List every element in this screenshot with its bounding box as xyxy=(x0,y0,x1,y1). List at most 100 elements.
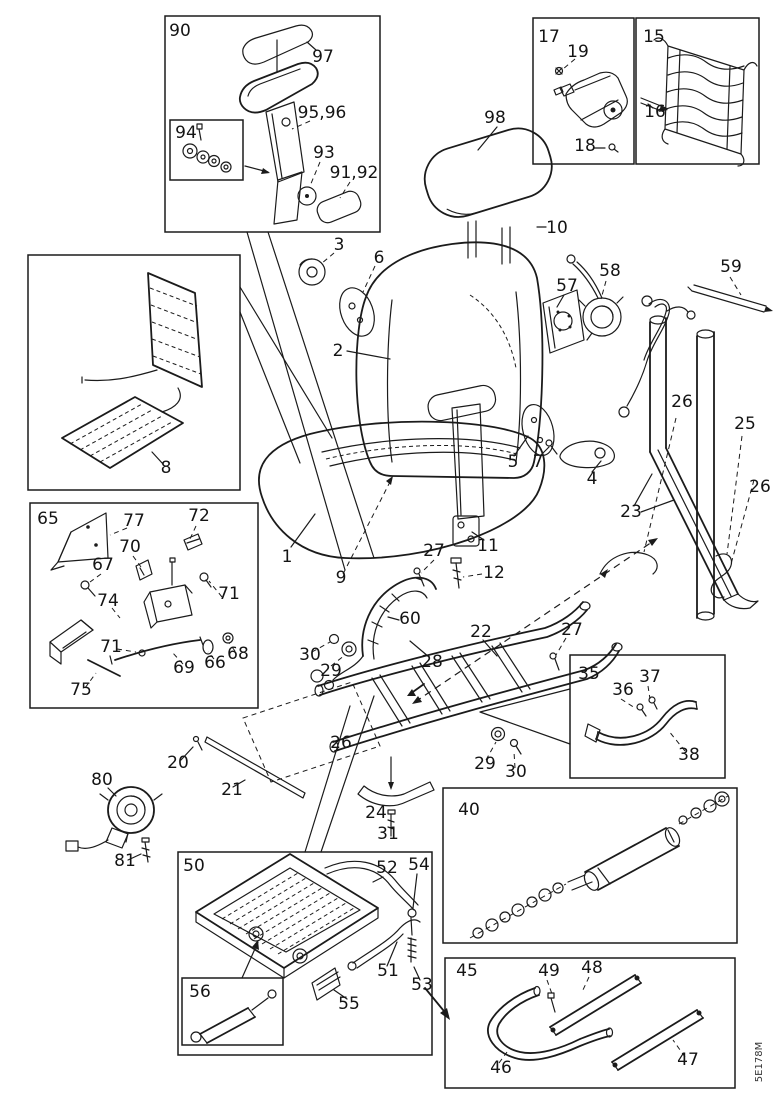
part-label-12: 12 xyxy=(483,563,505,583)
part-label-98: 98 xyxy=(484,108,506,128)
part-label-60: 60 xyxy=(399,609,421,629)
part-label-17: 17 xyxy=(538,27,560,47)
callout-box-lumbar-15 xyxy=(635,17,760,165)
part-label-54: 54 xyxy=(408,855,430,875)
part-label-56: 56 xyxy=(189,982,211,1002)
part-label-1: 1 xyxy=(282,547,293,567)
platform-callout-art xyxy=(190,853,421,1044)
callout-box-shock-56 xyxy=(181,977,284,1046)
part-label-31: 31 xyxy=(377,824,399,844)
part-label-38: 38 xyxy=(678,745,700,765)
part-label-97: 97 xyxy=(312,47,334,67)
part-label-81: 81 xyxy=(114,851,136,871)
part-label-50: 50 xyxy=(183,856,205,876)
callout-box-platform-50 xyxy=(177,851,433,1056)
part-label-72: 72 xyxy=(188,506,210,526)
callout-box-brackets-65 xyxy=(29,502,259,709)
part-label-6: 6 xyxy=(374,248,385,268)
part-label-26: 26 xyxy=(330,733,352,753)
part-label-36: 36 xyxy=(612,680,634,700)
heater-pads-callout-art xyxy=(61,272,203,469)
part-label-57: 57 xyxy=(556,276,578,296)
blower-art xyxy=(65,786,163,863)
leader-lines xyxy=(84,41,755,1064)
part-label-11: 11 xyxy=(477,536,499,556)
part-label-80: 80 xyxy=(91,770,113,790)
part-label-29: 29 xyxy=(474,754,496,774)
part-label-21: 21 xyxy=(221,780,243,800)
part-label-4: 4 xyxy=(587,469,598,489)
part-label-65: 65 xyxy=(37,509,59,529)
part-label-90: 90 xyxy=(169,21,191,41)
part-label-58: 58 xyxy=(599,261,621,281)
part-label-16: 16 xyxy=(644,102,666,122)
part-label-59: 59 xyxy=(720,257,742,277)
part-label-30: 30 xyxy=(299,645,321,665)
seat-assembly-art xyxy=(258,127,615,589)
rails-callout-art xyxy=(487,974,704,1071)
part-label-68: 68 xyxy=(227,644,249,664)
figure-code: 5E178M xyxy=(754,1042,765,1082)
callout-box-heater-8 xyxy=(27,254,241,491)
suspension-frame-art xyxy=(192,567,623,837)
part-label-93: 93 xyxy=(313,143,335,163)
callout-box-motor-17 xyxy=(532,17,635,165)
part-label-48: 48 xyxy=(581,958,603,978)
part-label-3: 3 xyxy=(334,235,345,255)
part-label-94: 94 xyxy=(175,123,197,143)
part-label-23: 23 xyxy=(620,502,642,522)
callout-box-armrest-90 xyxy=(164,15,381,233)
brackets-callout-art xyxy=(49,512,234,677)
part-label-71: 71 xyxy=(100,637,122,657)
part-label-77: 77 xyxy=(123,511,145,531)
part-label-27: 27 xyxy=(423,541,445,561)
part-label-49: 49 xyxy=(538,961,560,981)
part-label-55: 55 xyxy=(338,994,360,1014)
part-label-2: 2 xyxy=(333,341,344,361)
part-label-52: 52 xyxy=(376,858,398,878)
part-label-95-96: 95,96 xyxy=(298,103,347,123)
part-label-19: 19 xyxy=(567,42,589,62)
motor-callout-art xyxy=(553,66,628,153)
callout-box-gasspring-40 xyxy=(442,787,738,944)
part-label-66: 66 xyxy=(204,653,226,673)
part-label-24: 24 xyxy=(365,803,387,823)
part-label-70: 70 xyxy=(119,537,141,557)
part-label-71: 71 xyxy=(218,584,240,604)
part-label-53: 53 xyxy=(411,975,433,995)
gas-spring-callout-art xyxy=(469,791,730,939)
part-label-22: 22 xyxy=(470,622,492,642)
part-label-26: 26 xyxy=(749,477,771,497)
part-label-15: 15 xyxy=(643,27,665,47)
lumbar-grid-callout-art xyxy=(640,37,758,167)
part-label-46: 46 xyxy=(490,1058,512,1078)
callout-box-washers-94 xyxy=(169,119,244,181)
part-label-47: 47 xyxy=(677,1050,699,1070)
part-label-45: 45 xyxy=(456,961,478,981)
part-label-10: 10 xyxy=(546,218,568,238)
backrest-accessories-art xyxy=(542,254,773,354)
part-label-20: 20 xyxy=(167,753,189,773)
handle-callout-art xyxy=(584,696,698,746)
part-label-27: 27 xyxy=(561,620,583,640)
part-label-91-92: 91,92 xyxy=(330,163,379,183)
part-label-26: 26 xyxy=(671,392,693,412)
rear-post-frame-art xyxy=(599,295,759,621)
part-label-28: 28 xyxy=(421,652,443,672)
callout-box-handle-35 xyxy=(569,654,726,779)
part-label-5: 5 xyxy=(508,452,519,472)
callout-boxes xyxy=(27,15,760,1089)
callout-box-rails-45 xyxy=(444,957,736,1089)
part-label-9: 9 xyxy=(336,568,347,588)
part-label-69: 69 xyxy=(173,658,195,678)
part-label-40: 40 xyxy=(458,800,480,820)
part-label-35: 35 xyxy=(578,664,600,684)
armrest-callout-art xyxy=(182,24,362,225)
part-label-75: 75 xyxy=(70,680,92,700)
part-label-67: 67 xyxy=(92,555,114,575)
part-label-37: 37 xyxy=(639,667,661,687)
part-label-30: 30 xyxy=(505,762,527,782)
